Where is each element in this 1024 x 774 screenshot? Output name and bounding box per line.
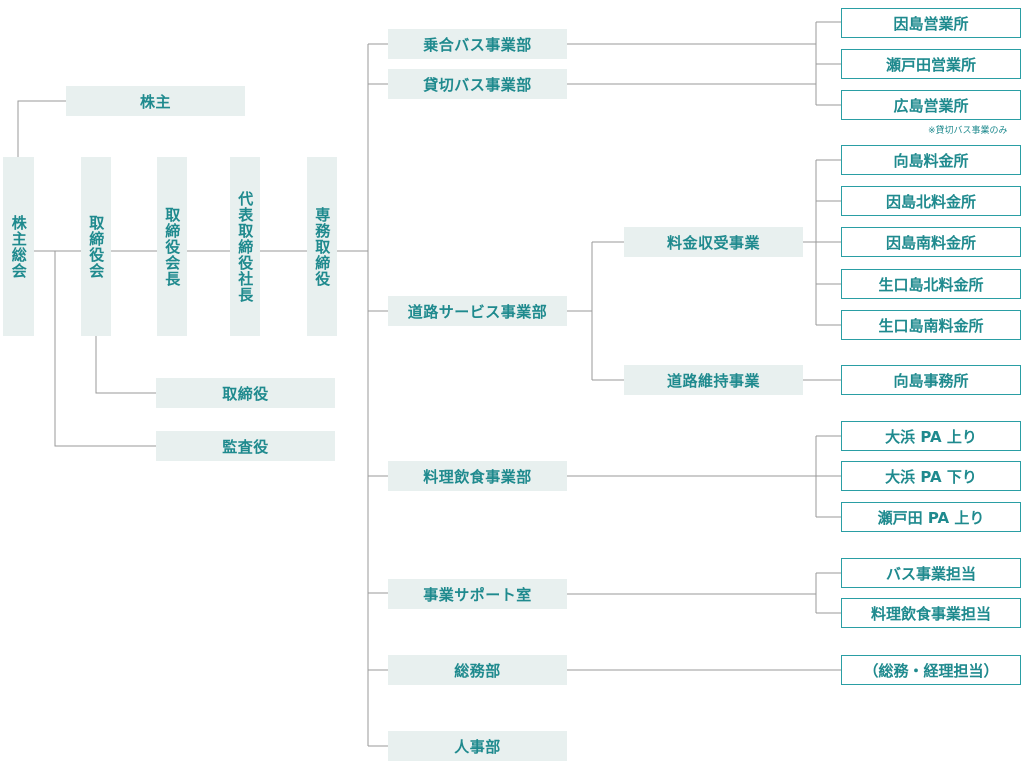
unit-toll-label: 料金収受事業: [666, 233, 760, 252]
dept-food: 料理飲食事業部: [388, 461, 567, 491]
charge-admin: （総務・経理担当）: [841, 655, 1021, 685]
general-meeting-label: 株主総会: [9, 214, 28, 279]
auditors-label: 監査役: [222, 437, 269, 456]
dept-charter-bus: 貸切バス事業部: [388, 69, 567, 99]
board-box: 取締役会: [81, 157, 111, 336]
pa-setoda-up-label: 瀬戸田 PA 上り: [877, 508, 985, 527]
connector-shareholders: [17, 100, 66, 157]
office-setoda: 瀬戸田営業所: [841, 49, 1021, 79]
dept-route-bus-label: 乗合バス事業部: [423, 35, 532, 54]
dept-charter-bus-label: 貸切バス事業部: [423, 75, 532, 94]
toll-mukaishima-label: 向島料金所: [893, 151, 969, 170]
toll-innoshima-north-label: 因島北料金所: [885, 192, 976, 211]
office-innoshima: 因島営業所: [841, 8, 1021, 38]
dept-road-service: 道路サービス事業部: [388, 296, 567, 326]
toll-ikuchi-north: 生口島北料金所: [841, 269, 1021, 299]
charge-food-label: 料理飲食事業担当: [870, 604, 991, 623]
office-hiroshima: 広島営業所: [841, 90, 1021, 120]
unit-road-maintenance: 道路維持事業: [624, 365, 803, 395]
charge-admin-label: （総務・経理担当）: [863, 661, 999, 680]
dept-support: 事業サポート室: [388, 579, 567, 609]
toll-innoshima-south: 因島南料金所: [841, 227, 1021, 257]
charge-bus-label: バス事業担当: [885, 564, 976, 583]
toll-ikuchi-north-label: 生口島北料金所: [878, 275, 984, 294]
dept-general-affairs: 総務部: [388, 655, 567, 685]
dept-hr-label: 人事部: [454, 737, 501, 756]
charge-food: 料理飲食事業担当: [841, 598, 1021, 628]
pa-ohama-up: 大浜 PA 上り: [841, 421, 1021, 451]
dept-hr: 人事部: [388, 731, 567, 761]
toll-innoshima-north: 因島北料金所: [841, 186, 1021, 216]
directors-box: 取締役: [156, 378, 335, 408]
auditors-box: 監査役: [156, 431, 335, 461]
general-meeting-box: 株主総会: [3, 157, 34, 336]
dept-route-bus: 乗合バス事業部: [388, 29, 567, 59]
dept-food-label: 料理飲食事業部: [423, 467, 532, 486]
office-mukaishima: 向島事務所: [841, 365, 1021, 395]
office-setoda-label: 瀬戸田営業所: [885, 55, 976, 74]
dept-road-service-label: 道路サービス事業部: [407, 302, 548, 321]
toll-innoshima-south-label: 因島南料金所: [885, 233, 976, 252]
senior-director-label: 専務取締役: [313, 206, 332, 287]
connector-auditors: [54, 251, 156, 447]
office-hiroshima-label: 広島営業所: [893, 96, 969, 115]
connector-directors: [95, 336, 156, 394]
unit-toll: 料金収受事業: [624, 227, 803, 257]
president-box: 代表取締役社長: [230, 157, 260, 336]
directors-label: 取締役: [222, 384, 269, 403]
toll-ikuchi-south-label: 生口島南料金所: [878, 316, 984, 335]
chairman-label: 取締役会長: [163, 206, 182, 287]
toll-mukaishima: 向島料金所: [841, 145, 1021, 175]
office-mukaishima-label: 向島事務所: [893, 371, 969, 390]
charge-bus: バス事業担当: [841, 558, 1021, 588]
board-label: 取締役会: [87, 214, 106, 279]
shareholders-box: 株主: [66, 86, 245, 116]
senior-director-box: 専務取締役: [307, 157, 337, 336]
unit-road-maintenance-label: 道路維持事業: [666, 371, 760, 390]
president-label: 代表取締役社長: [236, 190, 255, 303]
pa-ohama-up-label: 大浜 PA 上り: [885, 427, 977, 446]
hiroshima-note: ※貸切バス事業のみ: [928, 126, 1008, 136]
pa-ohama-down-label: 大浜 PA 下り: [885, 467, 977, 486]
toll-ikuchi-south: 生口島南料金所: [841, 310, 1021, 340]
office-innoshima-label: 因島営業所: [893, 14, 969, 33]
dept-general-affairs-label: 総務部: [454, 661, 501, 680]
shareholders-label: 株主: [139, 92, 171, 111]
pa-ohama-down: 大浜 PA 下り: [841, 461, 1021, 491]
pa-setoda-up: 瀬戸田 PA 上り: [841, 502, 1021, 532]
dept-support-label: 事業サポート室: [423, 585, 532, 604]
chairman-box: 取締役会長: [157, 157, 187, 336]
